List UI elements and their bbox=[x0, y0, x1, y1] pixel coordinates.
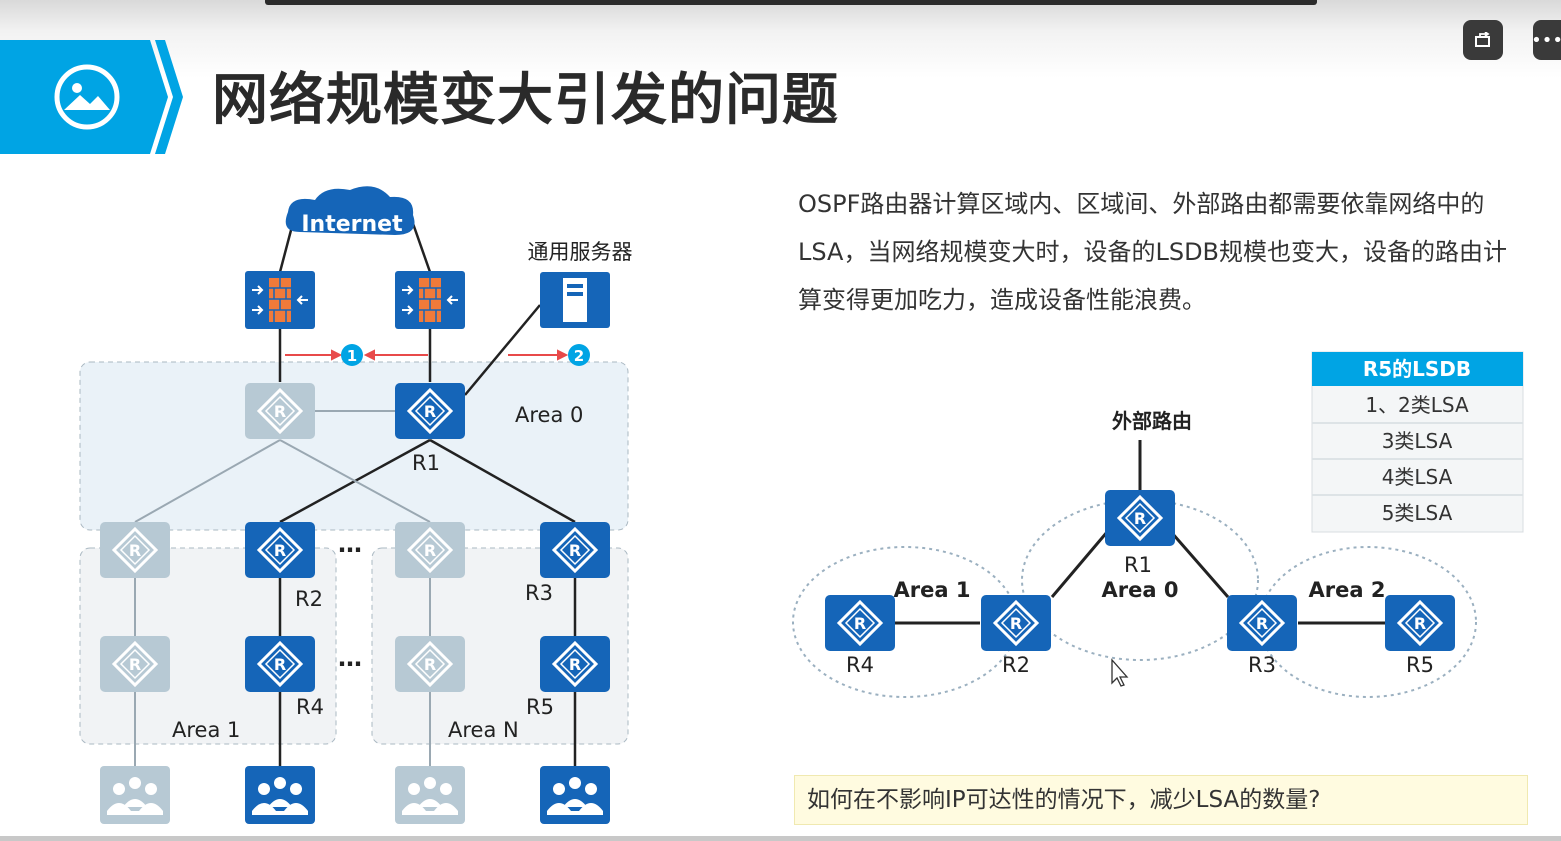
users-icon bbox=[100, 766, 170, 824]
r3-label: R3 bbox=[525, 581, 553, 605]
router-icon bbox=[1103, 488, 1177, 548]
svg-text:1: 1 bbox=[347, 347, 357, 365]
mouse-cursor-icon bbox=[1111, 658, 1129, 687]
r1-label: R1 bbox=[1124, 553, 1152, 577]
router-icon bbox=[979, 593, 1053, 653]
ellipsis: … bbox=[338, 530, 362, 558]
r2-label: R2 bbox=[1002, 653, 1030, 677]
badge-1 bbox=[341, 344, 363, 366]
router-icon bbox=[393, 520, 467, 580]
description-text: OSPF路由器计算区域内、区域间、外部路由都需要依靠网络中的LSA，当网络规模变… bbox=[798, 190, 1508, 314]
server-label: 通用服务器 bbox=[528, 240, 633, 264]
router-icon bbox=[823, 593, 897, 653]
area0-label: Area 0 bbox=[1102, 578, 1179, 602]
users-icon bbox=[540, 766, 610, 824]
lsdb-row: 4类LSA bbox=[1382, 465, 1453, 489]
external-route-label: 外部路由 bbox=[1112, 409, 1192, 433]
internet-cloud: Internet bbox=[285, 186, 415, 237]
area2-label: Area 2 bbox=[1309, 578, 1386, 602]
router-icon bbox=[1225, 593, 1299, 653]
lsdb-row: 3类LSA bbox=[1382, 429, 1453, 453]
window-top-bar bbox=[0, 0, 1561, 78]
router-icon bbox=[243, 634, 317, 694]
r4-label: R4 bbox=[846, 653, 874, 677]
r1-label: R1 bbox=[412, 451, 440, 475]
firewall-icon bbox=[244, 270, 316, 330]
more-options-label: ••• bbox=[1531, 29, 1561, 51]
ellipsis: … bbox=[338, 644, 362, 672]
router-icon bbox=[1383, 593, 1457, 653]
badge-2 bbox=[568, 344, 590, 366]
users-icon bbox=[395, 766, 465, 824]
router-icon bbox=[538, 634, 612, 694]
router-icon bbox=[243, 381, 317, 441]
svg-text:2: 2 bbox=[574, 347, 584, 365]
more-options-button[interactable]: ••• bbox=[1531, 20, 1561, 60]
r3-label: R3 bbox=[1248, 653, 1276, 677]
router-icon bbox=[243, 520, 317, 580]
area0-label: Area 0 bbox=[515, 403, 583, 427]
area1-region bbox=[79, 547, 337, 745]
r2-label: R2 bbox=[295, 587, 323, 611]
areaN-region bbox=[371, 547, 629, 745]
router-icon bbox=[98, 520, 172, 580]
share-icon[interactable] bbox=[1463, 20, 1503, 60]
window-top-line bbox=[265, 0, 1317, 5]
lsdb-row: 5类LSA bbox=[1382, 501, 1453, 525]
lsdb-header: R5的LSDB bbox=[1363, 357, 1471, 381]
area1-label: Area 1 bbox=[172, 718, 240, 742]
server-icon bbox=[540, 272, 610, 328]
lsdb-row: 1、2类LSA bbox=[1365, 393, 1469, 417]
question-box: 如何在不影响IP可达性的情况下，减少LSA的数量? bbox=[794, 775, 1528, 825]
window-bottom-line bbox=[0, 836, 1561, 841]
router-icon bbox=[393, 381, 467, 441]
lsdb-table: R5的LSDB 1、2类LSA 3类LSA 4类LSA 5类LSA bbox=[1311, 351, 1524, 533]
image-icon bbox=[54, 64, 120, 130]
slide-title: 网络规模变大引发的问题 bbox=[212, 68, 839, 133]
svg-text:Internet: Internet bbox=[301, 212, 403, 237]
router-icon bbox=[98, 634, 172, 694]
right-network-diagram: R 外部路由 R1 Area 0 Area 1 Area 2 R4 R2 R3 … bbox=[792, 351, 1524, 698]
firewall-icon bbox=[394, 270, 466, 330]
area1-label: Area 1 bbox=[894, 578, 971, 602]
router-icon bbox=[393, 634, 467, 694]
areaN-label: Area N bbox=[448, 718, 519, 742]
r5-label: R5 bbox=[1406, 653, 1434, 677]
users-icon bbox=[245, 766, 315, 824]
r5-label: R5 bbox=[526, 695, 554, 719]
router-icon bbox=[538, 520, 612, 580]
left-network-diagram: R 1 bbox=[79, 186, 633, 824]
r4-label: R4 bbox=[296, 695, 324, 719]
title-banner bbox=[0, 40, 183, 154]
